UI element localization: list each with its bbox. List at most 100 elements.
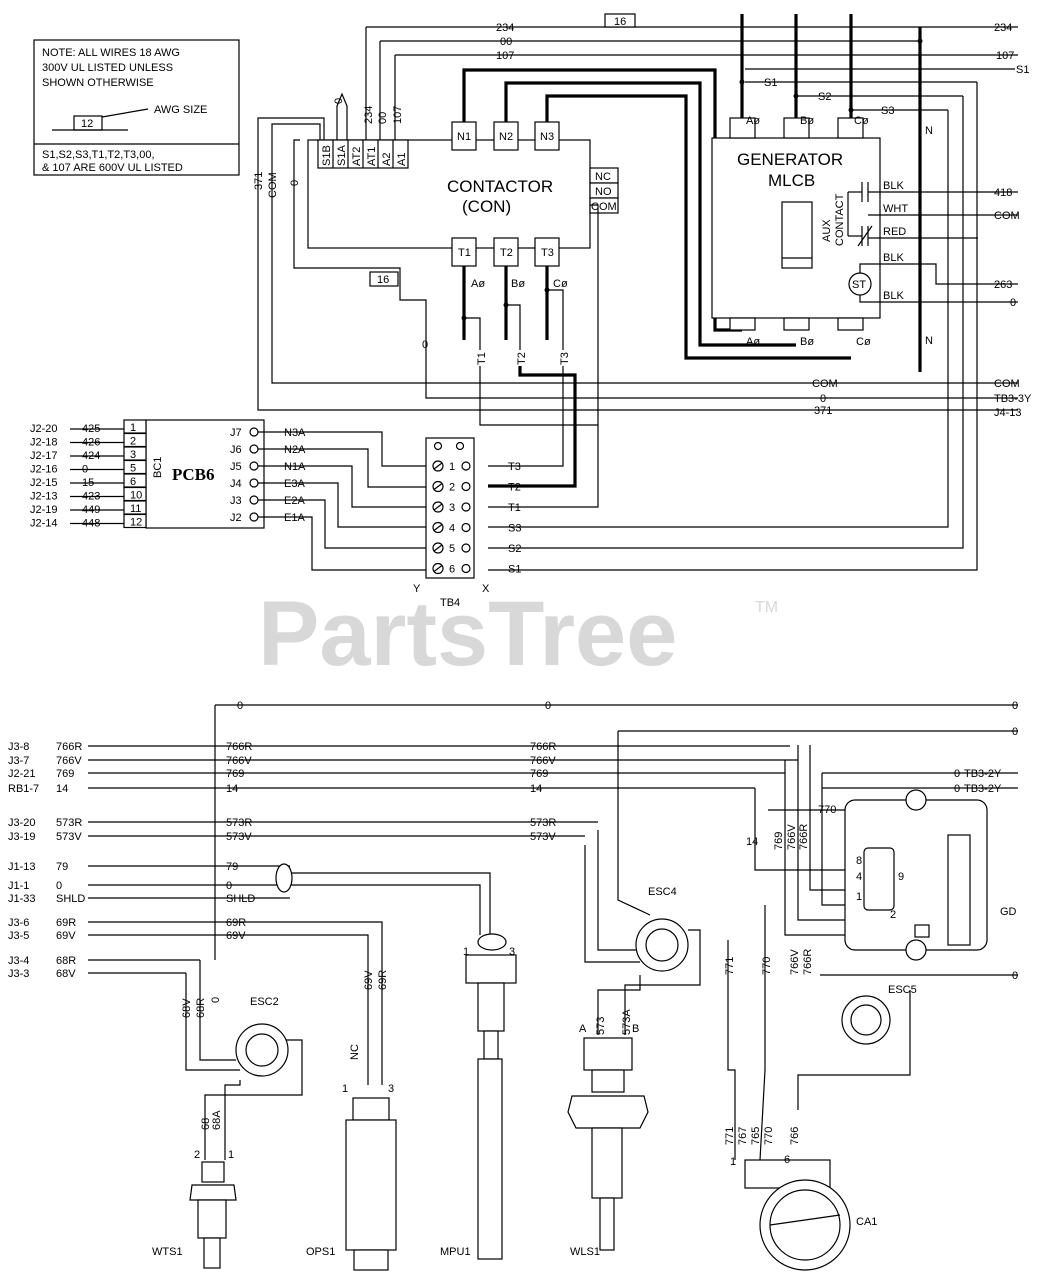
wls1-label: WLS1	[570, 1246, 600, 1258]
harness-jack-label: J1-1	[8, 880, 29, 892]
pcb6-jack-label: J2-14	[30, 518, 58, 530]
term-n1: N1	[457, 131, 471, 143]
tb4-wire-label: T3	[508, 461, 521, 473]
harness-jack-label: J3-5	[8, 930, 29, 942]
aux-com: COM	[591, 201, 617, 213]
tb4-wire-label: T1	[508, 502, 521, 514]
wire-00: 00	[500, 36, 512, 48]
pcb6-pin-box	[123, 513, 147, 529]
tb4-wire-label: T2	[508, 482, 521, 494]
watermark: PartsTree	[258, 583, 677, 685]
coil-wire-234: 234	[363, 106, 375, 124]
coil-term-a2: A2	[381, 153, 393, 166]
harness-mid-label: 69V	[226, 930, 246, 942]
term-n2: N2	[499, 131, 513, 143]
harness-wire-label: 14	[56, 783, 68, 795]
harness-mid-label: 766V	[226, 755, 252, 767]
v-766v-2: 766V	[789, 949, 801, 975]
harness-wire-label: 68R	[56, 955, 76, 967]
wire-com: COM	[267, 172, 279, 198]
mlcb-phase-a-bottom: Aø	[746, 336, 760, 348]
harness-mid2-label: 769	[530, 768, 548, 780]
pcb6-jack-route	[258, 516, 428, 571]
pcb6-pin-number: 5	[130, 463, 136, 475]
generator-mlcb: Aø Bø Cø GENERATOR MLCB AUX CONTACT BLK …	[711, 115, 1020, 348]
tb4-y: Y	[413, 583, 421, 595]
tb4-term-number: 6	[449, 564, 455, 576]
awg-example: 12	[81, 118, 93, 130]
gauge-16-contactor: 16	[377, 274, 389, 286]
wls1-573a: 573A	[621, 1009, 633, 1035]
harness-jack-label: J3-3	[8, 968, 29, 980]
harness-jack-label: J1-33	[8, 893, 36, 905]
harness-mid-label: 69R	[226, 917, 246, 929]
tb4-screw-slot	[433, 524, 443, 531]
pcb6-jack-label: J2-19	[30, 504, 58, 516]
mlcb-subtitle: MLCB	[768, 171, 815, 190]
wls1-a: A	[579, 1023, 587, 1035]
harness-wire-label: 573V	[56, 831, 82, 843]
harness-mid-label: 766R	[226, 741, 252, 753]
tb4-wire-label: S3	[508, 523, 521, 535]
esc2: 68V 68R 0 ESC2 68 68A 2 1 WTS1	[152, 960, 303, 1269]
mlcb-phase-b-bottom: Bø	[800, 336, 814, 348]
bottom-top-zero: 0	[237, 700, 243, 712]
ca1-w-767: 767	[737, 1127, 749, 1145]
bottom-top-zero-2: 0	[545, 700, 551, 712]
coil-wire-107: 107	[392, 106, 404, 124]
neutral-label-top: N	[925, 125, 933, 137]
pcb6-jack-j4: J4	[230, 478, 242, 490]
mlcb-wire-blk-3: BLK	[883, 290, 904, 302]
harness-mid-label: 573V	[226, 831, 252, 843]
harness-mid2-label: 766R	[530, 741, 556, 753]
aux-nc: NC	[595, 171, 611, 183]
mpu1-label: MPU1	[440, 1246, 471, 1258]
tb4-screw-slot	[433, 544, 443, 552]
pcb6-jack-label: J2-17	[30, 450, 58, 462]
tb3-2y-zero-1: 0	[954, 768, 960, 780]
pcb6-jack-wire: E3A	[284, 478, 305, 490]
tb3-2y-2: TB3-2Y	[964, 783, 1002, 795]
pcb6-jack-j3: J3	[230, 495, 242, 507]
ca1: 771 767 765 770 766 1 6 CA1	[724, 905, 877, 1271]
mid-right-tb3: TB3-3Y	[994, 393, 1032, 405]
aux-no: NO	[595, 186, 612, 198]
harness-jack-label: J3-6	[8, 917, 29, 929]
v-14: 14	[746, 836, 758, 848]
wts1-label: WTS1	[152, 1246, 183, 1258]
harness-wire-label: 69V	[56, 930, 76, 942]
v-769: 769	[773, 832, 785, 850]
harness-jack-label: RB1-7	[8, 783, 39, 795]
harness-mid-label: 14	[226, 783, 238, 795]
esc2-0: 0	[210, 997, 222, 1003]
esc2-68v: 68V	[181, 998, 193, 1018]
harness-mid-label: 573R	[226, 817, 252, 829]
note-line-1: NOTE: ALL WIRES 18 AWG	[42, 47, 180, 59]
mlcb-title: GENERATOR	[737, 150, 843, 169]
pcb6-wire-label: 0	[82, 464, 88, 476]
gd-pin-4: 4	[856, 871, 862, 883]
gd-pin-1: 1	[856, 891, 862, 903]
v-770: 770	[761, 957, 773, 975]
ops1-pin-3: 3	[388, 1083, 394, 1095]
pcb6-pin-number: 12	[130, 517, 142, 529]
harness-mid-label: SHLD	[226, 893, 255, 905]
wire-371: 371	[253, 172, 265, 190]
harness-jack-label: J3-8	[8, 741, 29, 753]
pcb6-jack-circle	[249, 495, 259, 505]
mlcb-phase-a-top: Aø	[746, 115, 760, 127]
harness-jack-label: J1-13	[8, 861, 36, 873]
pcb6-jack-label: J2-16	[30, 464, 58, 476]
esc2-68r: 68R	[195, 998, 207, 1018]
ca1-pin-1: 1	[730, 1156, 736, 1168]
wts1-pin-2: 2	[194, 1149, 200, 1161]
wls1: 573 573A A B WLS1	[567, 1009, 649, 1258]
pcb6-jack-route	[258, 448, 428, 488]
ca1-pin-6: 6	[784, 1154, 790, 1166]
harness-jack-label: J3-20	[8, 817, 36, 829]
wire-t3: T3	[559, 352, 571, 365]
mlcb-right-com: COM	[994, 210, 1020, 222]
pcb6-jack-j7: J7	[230, 427, 242, 439]
